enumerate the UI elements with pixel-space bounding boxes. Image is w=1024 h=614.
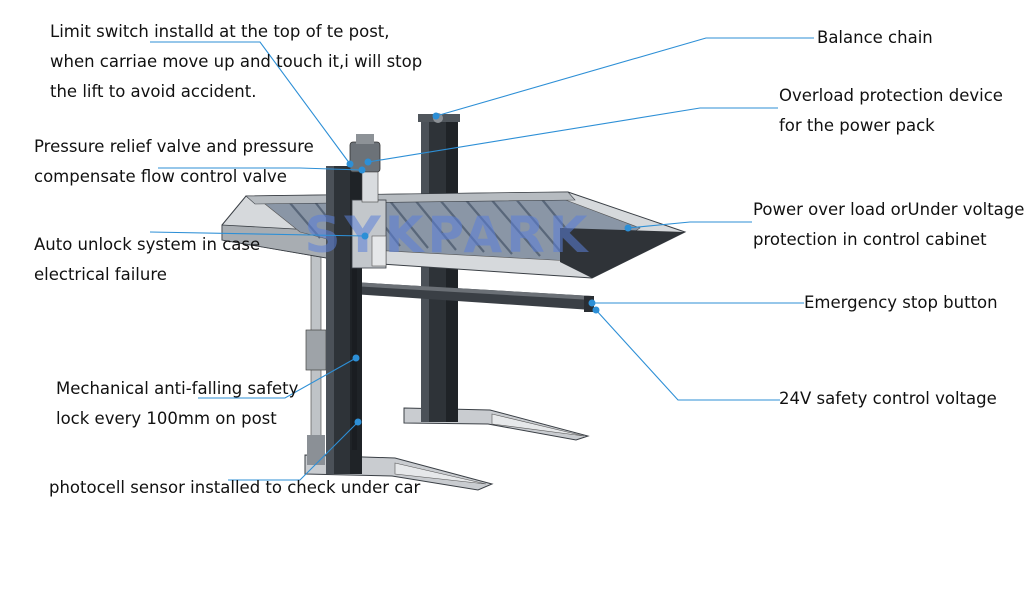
label-emergency-stop: Emergency stop button (804, 288, 998, 318)
label-line: when carriae move up and touch it,i will… (50, 52, 423, 71)
label-limit-switch: Limit switch installd at the top of te p… (50, 17, 422, 107)
label-overload-power-pack: Overload protection device for the power… (779, 81, 1003, 141)
leader-overload-power-pack (367, 107, 778, 163)
label-line: protection in control cabinet (753, 230, 987, 249)
dot-pressure-valve (358, 166, 366, 174)
label-line: Power over load orUnder voltage (753, 200, 1024, 219)
dot-balance-chain (432, 112, 440, 120)
leader-safety-voltage (595, 309, 780, 401)
leader-balance-chain (435, 37, 814, 117)
leader-pressure-valve (158, 167, 363, 171)
cross-bar (352, 282, 594, 312)
leader-photocell (228, 421, 359, 481)
label-line: Auto unlock system in case (34, 235, 261, 254)
label-line: Emergency stop button (804, 293, 998, 312)
dot-limit-switch (346, 160, 354, 168)
label-line: Limit switch installd at the top of te p… (50, 22, 390, 41)
label-safety-voltage: 24V safety control voltage (779, 384, 997, 414)
dot-power-overload (624, 224, 632, 232)
leader-dots (346, 112, 632, 426)
dot-safety-voltage (592, 306, 600, 314)
watermark-text: SYKPARK (305, 206, 592, 264)
label-line: for the power pack (779, 116, 935, 135)
hydraulic-cylinder (305, 199, 327, 465)
leader-lines (149, 37, 814, 481)
label-photocell: photocell sensor installed to check unde… (49, 473, 420, 503)
leader-anti-falling (198, 357, 357, 399)
dot-anti-falling (352, 354, 360, 362)
carriage (351, 199, 387, 269)
power-pack (349, 134, 381, 203)
leader-limit-switch (150, 41, 351, 165)
dot-emergency-stop (588, 299, 596, 307)
dot-overload-power-pack (364, 158, 372, 166)
label-line: Pressure relief valve and pressure (34, 137, 314, 156)
label-power-overload: Power over load orUnder voltage protecti… (753, 195, 1024, 255)
label-line: electrical failure (34, 265, 167, 284)
label-line: 24V safety control voltage (779, 389, 997, 408)
dot-photocell (354, 418, 362, 426)
rear-post (418, 113, 460, 422)
parking-lift-illustration: SYKPARK (221, 113, 687, 491)
leader-auto-unlock (149, 231, 366, 237)
label-balance-chain: Balance chain (817, 23, 933, 53)
dot-auto-unlock (361, 232, 369, 240)
label-line: Overload protection device (779, 86, 1003, 105)
label-anti-falling: Mechanical anti-falling safety lock ever… (56, 374, 298, 434)
label-auto-unlock: Auto unlock system in case electrical fa… (34, 230, 260, 290)
label-line: photocell sensor installed to check unde… (49, 478, 421, 497)
label-line: compensate flow control valve (34, 167, 287, 186)
label-line: Balance chain (817, 28, 933, 47)
leader-power-overload (627, 221, 752, 229)
label-line: lock every 100mm on post (56, 409, 277, 428)
label-pressure-valve: Pressure relief valve and pressure compe… (34, 132, 314, 192)
label-line: the lift to avoid accident. (50, 82, 257, 101)
label-line: Mechanical anti-falling safety (56, 379, 299, 398)
